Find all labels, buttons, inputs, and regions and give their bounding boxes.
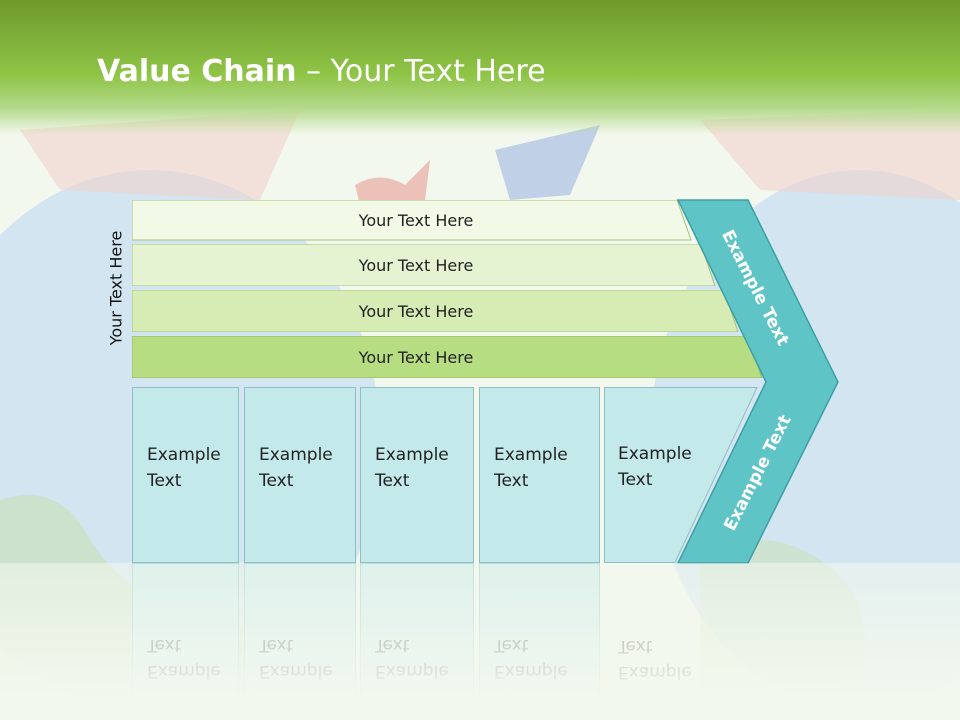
example-box-2: Example Text	[244, 387, 356, 563]
value-bar-2: Your Text Here	[132, 244, 772, 286]
chevron-shape	[676, 199, 839, 564]
bar-3-shape	[132, 290, 739, 332]
example-box-5-shape	[604, 387, 758, 563]
bar-4-label: Your Text Here	[358, 347, 474, 367]
example-box-3: Example Text	[360, 387, 474, 563]
box-2-line1: Example	[259, 445, 333, 465]
bar-2-label: Your Text Here	[358, 255, 474, 275]
flag-red-shape	[355, 160, 430, 205]
example-box-1: Example Text	[132, 387, 239, 563]
header-band	[0, 0, 960, 135]
bar-3-label: Your Text Here	[358, 301, 474, 321]
bar-1-label: Your Text Here	[358, 210, 474, 230]
box-3-line1: Example	[375, 445, 449, 465]
box-3-line2: Text	[375, 471, 410, 491]
bar-1-shape	[132, 200, 692, 241]
example-box-4: Example Text	[479, 387, 600, 563]
page-title: Value Chain – Your Text Here	[97, 54, 546, 89]
box-4-line2: Text	[494, 471, 529, 491]
box-2-line2: Text	[259, 471, 294, 491]
box-4-line1: Example	[494, 445, 568, 465]
title-rest: – Your Text Here	[296, 54, 546, 89]
value-bar-4: Your Text Here	[132, 336, 772, 378]
example-box-5: Example Text	[604, 387, 694, 563]
flag-eu-shape	[495, 125, 600, 200]
bar-2-shape	[132, 244, 716, 286]
box-1-line1: Example	[147, 445, 221, 465]
box-5-line1: Example	[618, 444, 692, 464]
box-5-line2: Text	[618, 470, 653, 490]
value-bar-3: Your Text Here	[132, 290, 772, 332]
title-bold: Value Chain	[97, 54, 297, 89]
box-1-line2: Text	[147, 471, 182, 491]
value-bar-1: Your Text Here	[132, 200, 772, 242]
bar-4-shape	[132, 336, 763, 378]
